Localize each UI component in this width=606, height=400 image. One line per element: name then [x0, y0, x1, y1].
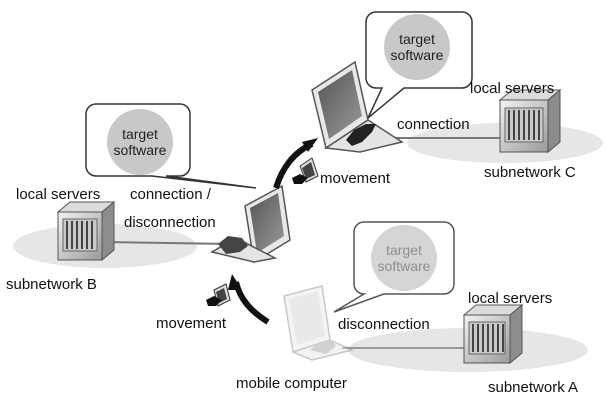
small-laptop-lower-icon [206, 283, 231, 307]
bubble-c-line1: target [399, 31, 435, 47]
bubble-c-line2: software [390, 47, 444, 63]
mobile-computer-label: mobile computer [236, 375, 347, 392]
laptop-c-icon [311, 60, 404, 153]
laptop-b-icon [210, 184, 291, 264]
connection-disconnection-line2: disconnection [124, 214, 216, 231]
bubble-a [333, 221, 455, 313]
server-c-icon [498, 88, 562, 154]
server-b-icon [56, 200, 116, 262]
disconnection-a-label: disconnection [338, 316, 430, 333]
bubble-b [85, 103, 257, 189]
small-laptop-upper-icon [292, 157, 319, 184]
bubble-b-text: target software [100, 126, 180, 158]
bubble-b-line2: software [113, 142, 167, 158]
connection-disconnection-line1: connection / [130, 186, 211, 203]
bubble-c-text: target software [377, 31, 457, 63]
server-a-icon [462, 303, 524, 365]
bubble-a-line2: software [377, 258, 431, 274]
subnetwork-a-label: subnetwork A [488, 379, 579, 396]
bubble-a-line1: target [386, 242, 422, 258]
local-servers-b-label: local servers [16, 186, 101, 203]
connection-c-label: connection [397, 116, 470, 133]
bubble-b-line1: target [122, 126, 158, 142]
bubble-c [365, 11, 473, 119]
cable-b [99, 241, 233, 245]
bubble-a-text: target software [364, 242, 444, 274]
laptop-a-icon [283, 285, 355, 361]
movement-arrow-lower [233, 281, 270, 325]
movement-upper-label: movement [320, 170, 391, 187]
movement-lower-label: movement [156, 315, 227, 332]
local-servers-a-label: local servers [468, 290, 553, 307]
subnetwork-b-label: subnetwork B [6, 276, 97, 293]
subnetwork-c-label: subnetwork C [484, 164, 576, 181]
local-servers-c-label: local servers [470, 80, 555, 97]
